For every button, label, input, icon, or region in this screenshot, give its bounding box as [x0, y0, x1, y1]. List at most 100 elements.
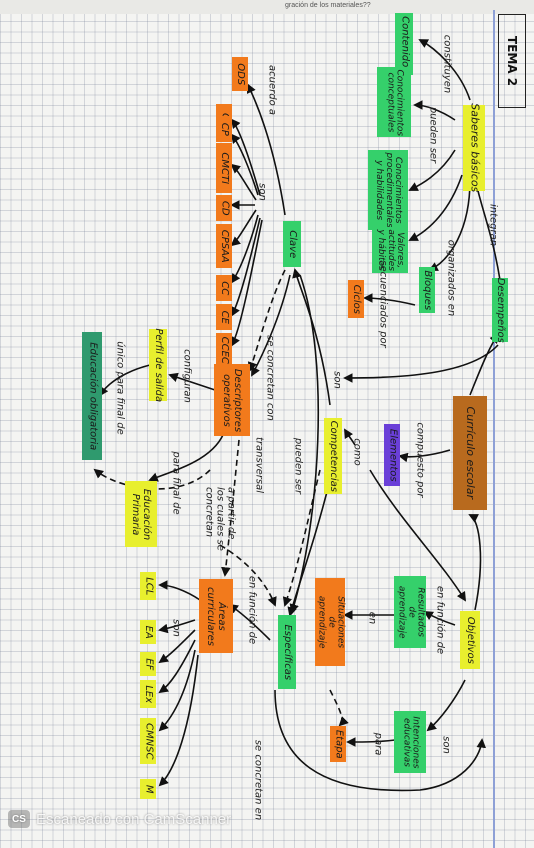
node-clave: Clave: [283, 221, 301, 267]
edge-clave-cc: [230, 214, 259, 284]
node-valores: Valores, actitudes y hábitos: [372, 227, 408, 273]
camscanner-logo-icon: CS: [8, 810, 30, 828]
edge-descriptores-primaria: [148, 429, 226, 482]
edge-dashed-elementos-especificas: [282, 469, 321, 607]
connector-como: como: [351, 438, 363, 466]
edge-saberes-bloques: [428, 179, 471, 271]
edge-areas-lex: [158, 639, 196, 694]
connector-organizados: organizados en: [445, 239, 457, 317]
node-ea: EA: [140, 620, 156, 644]
node-especificas: Específicas: [278, 615, 296, 689]
connector-son-2: son: [256, 183, 268, 201]
edge-objetivos-curriculo: [468, 514, 482, 611]
node-descriptores: Descriptores operativos: [214, 364, 250, 436]
node-cmnsc: CMNSC: [140, 718, 156, 764]
node-ciclos: Ciclos: [348, 280, 364, 318]
edge-clave-ccec: [231, 219, 263, 347]
connector-unico: único para final de: [114, 341, 126, 435]
edge-areas-cmnsc: [158, 649, 196, 732]
connector-integran: integran: [487, 203, 499, 247]
connector-son-1: son: [331, 371, 343, 389]
edge-clave-ods: [246, 83, 286, 216]
node-procedimentales: Conocimientos procedimentales y habilida…: [368, 150, 408, 230]
connector-constituyen: constituyen: [441, 34, 453, 94]
connector-acuerdo: acuerdo a: [266, 65, 278, 115]
node-etapa: Etapa: [330, 726, 346, 762]
edge-competencias-especificas: [287, 479, 331, 617]
connector-secuenciados: secuenciados por: [377, 260, 389, 348]
edge-clave-cp: [230, 133, 259, 196]
node-ods: ODS: [232, 57, 248, 91]
edge-objetivos-resultados: [423, 611, 456, 626]
header-fragment: gración de los materiales??: [285, 2, 371, 9]
node-m: M: [140, 779, 156, 799]
edge-dashed-areas-especificas: [219, 544, 277, 607]
edge-curriculo-elementos: [398, 449, 451, 463]
edge-saberes-procedimentales: [408, 149, 456, 191]
connector-en: en: [366, 611, 378, 625]
edge-curriculo-desempenos: [469, 333, 500, 396]
node-intenciones: Intenciones educativas: [394, 711, 426, 773]
node-resultados: Resultados de aprendizaje: [394, 576, 426, 648]
node-ccec: CCEC: [216, 333, 232, 367]
edge-dashed-clave-descriptores: [247, 269, 286, 372]
node-perfil: Perfil de salida: [149, 328, 167, 402]
node-objetivos: Objetivos: [460, 611, 480, 669]
edge-clave-especificas: [289, 274, 320, 614]
edge-dashed-descriptores-areas: [221, 429, 241, 577]
edge-saberes-conceptuales: [413, 100, 456, 121]
edge-areas-ea: [158, 619, 196, 634]
edge-areas-lcl: [158, 580, 201, 601]
edge-areas-ef: [158, 629, 196, 664]
edge-desempenos-competencias: [343, 344, 499, 383]
edge-areas-m: [158, 654, 199, 787]
node-ce: CE: [216, 304, 232, 330]
node-cc: CC: [216, 275, 232, 301]
node-conceptuales: Conocimientos conceptuales: [377, 67, 411, 137]
edge-saberes-valores: [408, 174, 463, 241]
edge-saberes-contenidos: [418, 39, 471, 101]
edge-como-objetivos: [369, 469, 467, 602]
edge-competencias-clave: [292, 268, 331, 406]
node-ed-obligatoria: Educación obligatoria: [82, 332, 102, 460]
node-bloques: Bloques: [419, 267, 435, 313]
node-cmcti: CMCTI: [216, 143, 232, 193]
edge-clave-cpsaa: [230, 209, 257, 247]
edge-especificas-concretan: [274, 689, 487, 792]
edge-clave-cl: [230, 118, 261, 196]
connector-a-partir: a partir de los cuales se concretan: [203, 487, 237, 551]
connector-pueden-ser: pueden ser: [427, 106, 439, 164]
connector-funcion-2: en función de: [434, 585, 446, 655]
watermark-text: Escaneado con CamScanner: [36, 810, 232, 828]
margin-line: [493, 10, 495, 848]
node-areas: Áreas curriculares: [199, 579, 233, 653]
edge-clave-cmcti: [230, 163, 257, 201]
node-ed-primaria: Educación Primaria: [125, 481, 157, 547]
connector-para: para: [372, 732, 384, 756]
edge-dashed-situaciones-etapa: [329, 689, 349, 727]
connector-concretan-en: se concretan en: [252, 739, 264, 821]
node-desempenos: Desempeños: [492, 277, 508, 343]
edge-como-competencias: [344, 428, 356, 446]
connector-transversal: transversal: [253, 436, 265, 494]
edge-descriptores-perfil: [168, 372, 216, 391]
node-lcl: LCL: [140, 572, 156, 600]
connector-para-final: para final de: [170, 451, 182, 515]
header-strip: gración de los materiales??: [0, 0, 534, 14]
node-cpsaa: CPSAA: [216, 224, 232, 268]
connector-funcion-1: en función de: [246, 575, 258, 645]
connector-concretan-con: se concretan con: [264, 335, 276, 421]
connector-son-3: son: [170, 619, 182, 637]
camscanner-watermark: CS Escaneado con CamScanner: [8, 806, 231, 832]
node-lex: LEx: [140, 680, 156, 708]
node-saberes: Saberes básicos: [463, 103, 485, 193]
edge-objetivos-intenciones: [426, 679, 466, 732]
node-contenidos: Contenidos: [395, 13, 413, 75]
node-elementos: Elementos: [384, 424, 400, 486]
edge-bloques-ciclos: [363, 293, 416, 306]
connector-compuesto: compuesto por: [414, 422, 426, 498]
connector-configuran: configuran: [181, 349, 193, 403]
edge-perfil-obligatoria: [98, 364, 151, 397]
node-situaciones: Situaciones de aprendizaje: [315, 578, 345, 666]
connector-son-4: son: [440, 736, 452, 754]
